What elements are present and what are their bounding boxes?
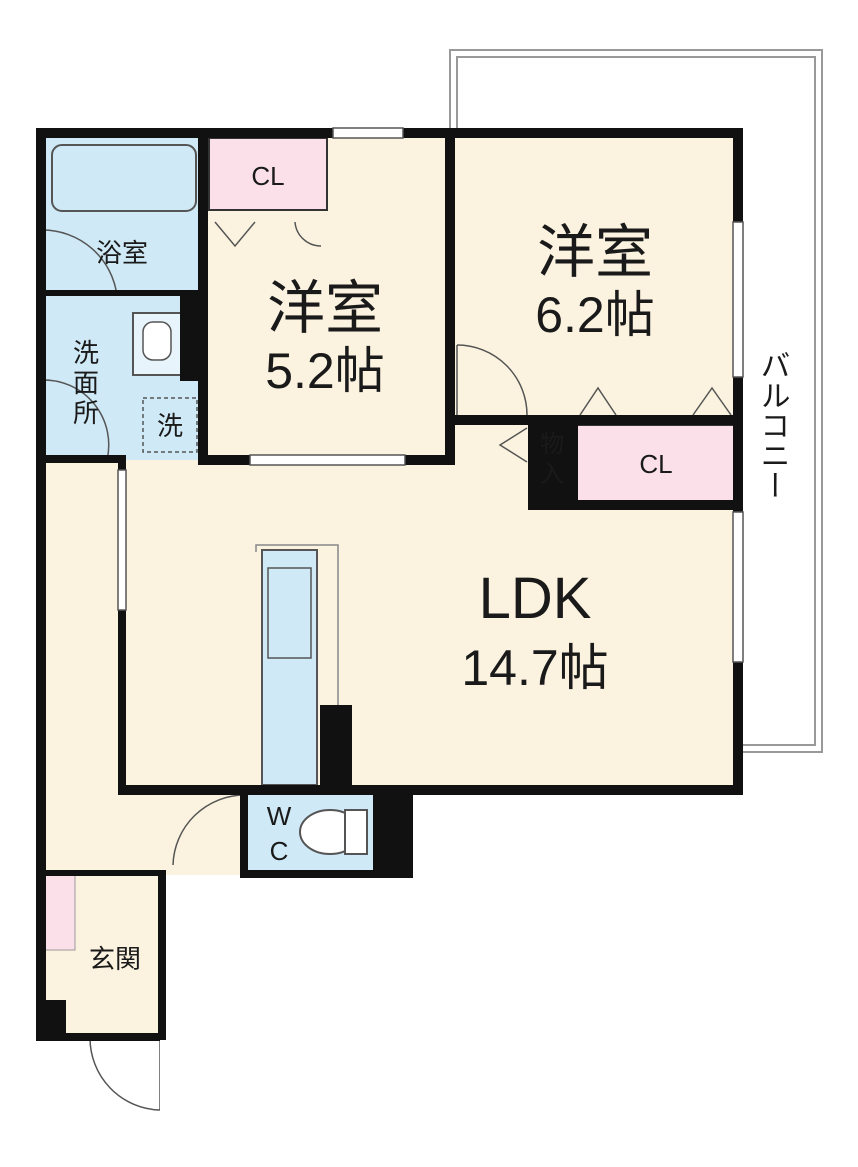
washroom-name-char-3: 所 bbox=[73, 398, 99, 428]
kitchen-sink bbox=[267, 567, 312, 659]
western-room-a-size: 5.2帖 bbox=[265, 343, 385, 399]
western-room-b-name: 洋室 bbox=[537, 220, 653, 285]
toilet-char-2: C bbox=[270, 836, 289, 866]
western-room-b-size: 6.2帖 bbox=[535, 287, 655, 343]
washer-label: 洗 bbox=[157, 411, 183, 441]
western-room-a-name: 洋室 bbox=[267, 276, 383, 341]
toilet-char-1: W bbox=[267, 801, 292, 831]
hall-lower-floor bbox=[40, 790, 245, 875]
bathtub bbox=[51, 144, 197, 212]
entrance-name: 玄関 bbox=[89, 944, 141, 974]
western-room-b-floor bbox=[455, 134, 740, 424]
washroom-name-char-2: 面 bbox=[73, 368, 99, 398]
storage-char-1: 物 bbox=[540, 431, 564, 458]
closet-a bbox=[208, 137, 328, 211]
washer-area bbox=[142, 397, 198, 453]
wet-areas bbox=[40, 134, 373, 870]
balcony-name: バルコニー bbox=[756, 350, 789, 500]
closet-a-label: CL bbox=[251, 161, 284, 191]
washroom-name-char-1: 洗 bbox=[73, 338, 99, 368]
storage-char-2: 入 bbox=[540, 461, 564, 488]
ldk-name: LDK bbox=[479, 566, 592, 631]
ldk-size: 14.7帖 bbox=[461, 640, 608, 696]
floor-areas bbox=[40, 134, 740, 1035]
bathroom-name: 浴室 bbox=[96, 238, 148, 268]
windows bbox=[117, 127, 744, 1112]
labels: 洋室 5.2帖 洋室 6.2帖 LDK 14.7帖 浴室 洗 面 所 洗 CL … bbox=[73, 161, 789, 974]
closet-b-label: CL bbox=[639, 449, 672, 479]
shoe-box bbox=[44, 874, 76, 951]
